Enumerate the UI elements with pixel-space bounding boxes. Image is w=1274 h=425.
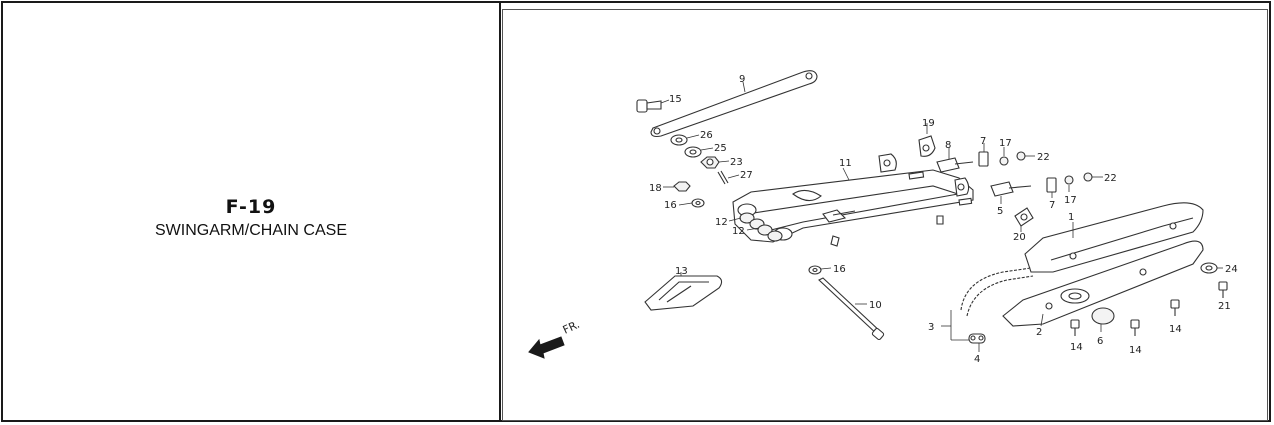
callout-24: 24 (1225, 264, 1238, 275)
part-23-nut (700, 156, 730, 169)
callout-5: 5 (997, 206, 1003, 217)
front-direction-arrow-icon (528, 336, 565, 359)
callout-9: 9 (739, 74, 745, 85)
part-8-adjuster (936, 148, 974, 173)
callout-16-left: 16 (664, 200, 677, 211)
part-7-plate-bottom (1046, 177, 1057, 198)
part-7-plate-top (978, 143, 989, 167)
part-16-washer-left (678, 198, 705, 208)
callout-14-left: 14 (1070, 342, 1083, 353)
part-12-bushings (728, 212, 783, 242)
callout-16-middle: 16 (833, 264, 846, 275)
part-1-chain-case-upper (1024, 202, 1204, 273)
callout-19: 19 (922, 118, 935, 129)
part-9-rod (650, 70, 818, 138)
part-14-bolt-middle (1130, 319, 1140, 336)
callout-2: 2 (1036, 327, 1042, 338)
figure-name: SWINGARM/CHAIN CASE (154, 222, 347, 239)
callout-10: 10 (869, 300, 882, 311)
callout-14-middle: 14 (1129, 345, 1142, 356)
callout-22-top: 22 (1037, 152, 1050, 163)
part-11-swingarm (732, 153, 974, 247)
part-3-chain (941, 267, 1034, 341)
callout-8: 8 (945, 140, 951, 151)
part-24-washer (1200, 262, 1223, 274)
part-20-bracket (1014, 207, 1034, 232)
callout-1: 1 (1068, 212, 1074, 223)
part-27-pin (717, 170, 740, 185)
diagram-canvas: 9 15 26 25 (528, 70, 1238, 365)
callout-12-bottom: 12 (732, 226, 745, 237)
callout-23: 23 (730, 157, 743, 168)
callout-12-top: 12 (715, 217, 728, 228)
part-18-nut (663, 181, 691, 192)
callout-7-bottom: 7 (1049, 200, 1055, 211)
part-15-bolt (636, 99, 670, 113)
part-22-nut-top (1016, 151, 1035, 161)
title-panel: F-19 SWINGARM/CHAIN CASE (3, 3, 499, 420)
callout-11: 11 (839, 158, 852, 169)
part-6-cap (1091, 307, 1115, 332)
part-19-bracket (918, 123, 936, 157)
front-direction-label: FR. (561, 318, 582, 337)
part-13-slider (644, 272, 723, 311)
callout-15: 15 (669, 94, 682, 105)
title-block: F-19 SWINGARM/CHAIN CASE (3, 196, 499, 240)
callout-26: 26 (700, 130, 713, 141)
part-14-bolt-left (1070, 319, 1080, 336)
callout-4: 4 (974, 354, 980, 365)
part-4-master-link (968, 333, 986, 352)
part-14-bolt-right (1170, 299, 1180, 316)
part-21-bolt (1218, 281, 1228, 298)
part-5-adjuster (990, 181, 1032, 204)
part-2-chain-case-lower (1002, 240, 1204, 327)
callout-14-right: 14 (1169, 324, 1182, 335)
callout-17-top: 17 (999, 138, 1012, 149)
callout-17-bottom: 17 (1064, 195, 1077, 206)
callout-25: 25 (714, 143, 727, 154)
part-22-nut-bottom (1083, 172, 1103, 182)
panel-divider (499, 3, 501, 420)
part-26-washer (670, 134, 700, 146)
part-16-washer-middle (808, 265, 832, 275)
callout-27: 27 (740, 170, 753, 181)
part-17-nut-bottom (1064, 175, 1074, 192)
part-25-washer (684, 146, 714, 158)
callout-21: 21 (1218, 301, 1231, 312)
callout-18: 18 (649, 183, 662, 194)
exploded-diagram: 9 15 26 25 (502, 9, 1268, 421)
callout-13: 13 (675, 266, 688, 277)
callout-7-top: 7 (980, 136, 986, 147)
part-17-nut-top (999, 147, 1009, 166)
callout-3: 3 (928, 322, 934, 333)
callout-22-bottom: 22 (1104, 173, 1117, 184)
callout-6: 6 (1097, 336, 1103, 347)
callout-20: 20 (1013, 232, 1026, 243)
part-10-axle (818, 277, 885, 341)
figure-code: F-19 (225, 196, 277, 218)
